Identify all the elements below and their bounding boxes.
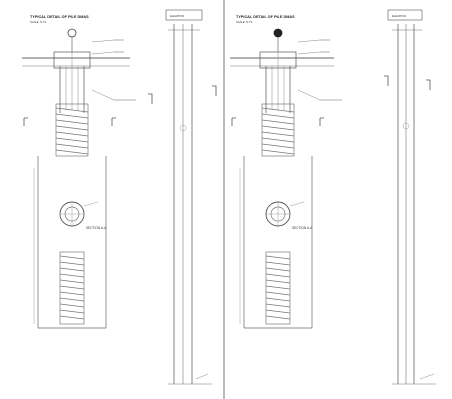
left-elevation-toe-leader [195,373,209,380]
left-elevation-joint-icon [179,124,187,132]
right-sheet-scale-note: SCALE: N.T.S. [236,20,253,24]
left-sheet-scale-note: SCALE: N.T.S. [30,20,47,24]
right-section-arrow-a [231,117,236,126]
right-section-label: SECTION A-A [292,226,313,230]
right-lower-spiral-hatch [265,255,291,320]
right-elevation-tag-box [387,9,423,21]
left-elevation-arrow-b [212,85,217,96]
left-elevation-tag-box [165,9,203,21]
right-section-note-leader [289,201,305,207]
right-note-leader-2 [297,51,321,55]
right-sheet-title: TYPICAL DETAIL OF PILE DMAS [236,15,295,19]
right-top-marker-icon [273,28,283,38]
right-elevation-arrow-a [384,75,389,86]
right-elevation-strip: ELEVATION [384,9,436,385]
left-section-arrow-b [111,117,116,126]
left-sheet: TYPICAL DETAIL OF PILE DMAS SCALE: N.T.S… [22,15,136,329]
left-note-leader-2 [91,51,115,55]
left-section-label: SECTION A-A [86,226,107,230]
left-spiral-hatch [55,107,89,155]
left-lower-cage [59,251,85,325]
right-note-leader-3 [297,89,321,101]
left-section-arrow-a [23,117,28,126]
right-sheet: TYPICAL DETAIL OF PILE DMAS SCALE: N.T.S… [230,15,342,329]
left-elevation-tag: ELEVATION [170,14,184,18]
right-elevation-arrow-b [426,79,431,90]
left-elevation-arrow-a [148,93,153,104]
right-lower-cage [265,251,291,325]
left-lower-spiral-hatch [59,255,85,320]
left-section-note-leader [83,201,99,207]
right-note-leader-1 [297,39,321,43]
right-section-arrow-b [319,117,324,126]
left-sheet-title: TYPICAL DETAIL OF PILE DMAS [30,15,89,19]
right-elevation-toe-leader [419,373,435,380]
left-note-leader-3 [91,89,115,101]
left-elevation-strip: ELEVATION [148,9,217,385]
right-elevation-joint-icon [402,122,410,130]
right-elevation-tag: ELEVATION [392,14,406,18]
left-note-leader-1 [91,39,115,43]
right-spiral-hatch [261,107,295,155]
